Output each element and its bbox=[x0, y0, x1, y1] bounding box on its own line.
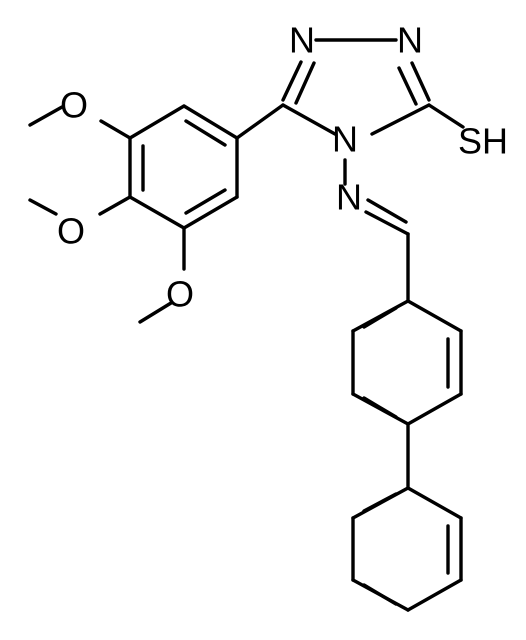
triazole-ring bbox=[281, 38, 431, 136]
atom-label-n4: N bbox=[332, 119, 358, 160]
atom-label-n2: N bbox=[397, 20, 423, 61]
biphenyl-ring-2 bbox=[351, 486, 463, 612]
atom-label-sh: SH bbox=[458, 121, 508, 162]
c-sh-bond bbox=[427, 103, 465, 129]
biphenyl-ring-1 bbox=[351, 299, 463, 426]
atom-label-o-mid: O bbox=[57, 211, 85, 252]
trimethoxyphenyl-ring bbox=[128, 103, 285, 230]
imine-linkage bbox=[343, 158, 410, 303]
atom-label-n1: N bbox=[289, 20, 315, 61]
atom-label-o-top: O bbox=[60, 85, 88, 126]
atom-label-n-imine: N bbox=[336, 177, 362, 218]
atom-label-o-bot: O bbox=[166, 274, 194, 315]
methoxy-groups bbox=[28, 105, 186, 324]
